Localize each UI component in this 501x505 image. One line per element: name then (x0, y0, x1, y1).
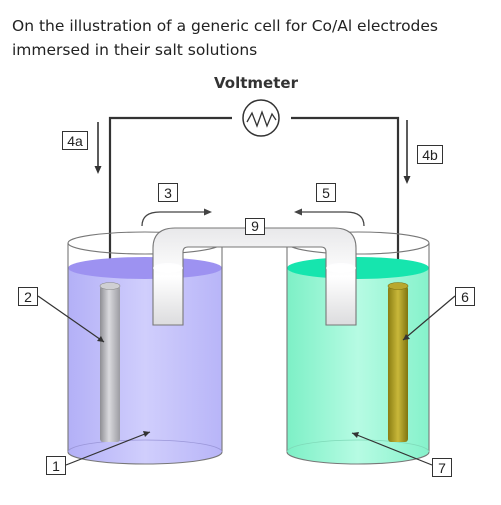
label-9: 9 (245, 218, 265, 235)
arrow-icon-5 (294, 208, 365, 227)
label-6: 6 (455, 287, 475, 306)
left-beaker (67, 231, 223, 465)
arrow-icon-4b (403, 120, 411, 184)
voltmeter-icon (242, 99, 280, 137)
pointer-line-6 (402, 295, 456, 341)
label-4b: 4b (417, 145, 443, 164)
label-2: 2 (18, 287, 38, 306)
salt-bridge (152, 227, 357, 326)
pointer-line-2 (37, 295, 105, 343)
arrow-icon-3 (141, 208, 212, 227)
label-4a: 4a (62, 131, 88, 150)
label-7: 7 (432, 458, 452, 477)
pointer-line-1 (65, 431, 151, 466)
question-text: On the illustration of a generic cell fo… (12, 17, 439, 59)
voltmeter-label: Voltmeter (214, 74, 298, 92)
pointer-line-7 (351, 432, 433, 466)
arrow-icon-4a (94, 122, 102, 174)
label-5: 5 (316, 183, 336, 202)
left-electrode (99, 282, 121, 442)
label-3: 3 (158, 183, 178, 202)
label-1: 1 (46, 456, 66, 475)
right-electrode (387, 282, 409, 442)
